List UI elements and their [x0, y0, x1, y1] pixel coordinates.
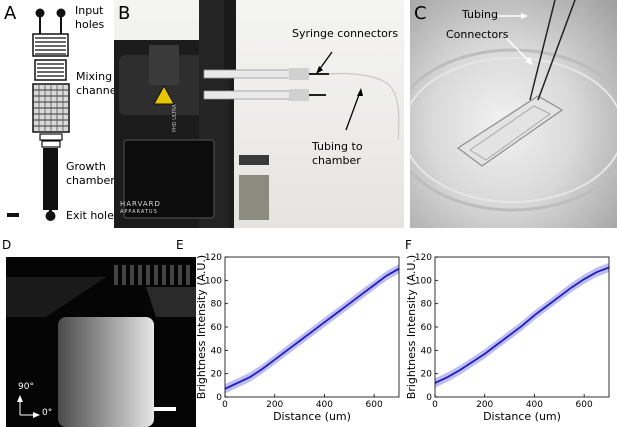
panel-e-label: E [176, 238, 184, 252]
microfluidic-schematic [7, 8, 70, 221]
chamber-gradient [58, 317, 154, 427]
chart-e-ylabel: Brightness Intensity (A.U.) [197, 255, 208, 399]
panel-c-photo: C Tubing Connectors [410, 0, 617, 228]
chart-e-xtick-label: 400 [316, 400, 333, 410]
tubing [328, 72, 400, 141]
chart-e-ytick-label: 120 [205, 253, 222, 263]
chart-e-xlabel: Distance (um) [273, 410, 351, 423]
warning-icon [153, 84, 175, 105]
chart-e-ytick-label: 60 [211, 323, 223, 333]
chart-f-ylabel: Brightness Intensity (A.U.) [407, 255, 418, 399]
annotation-tubing: Tubing [462, 8, 499, 21]
pump-screen [123, 139, 215, 219]
chart-f-ytick-label: 100 [415, 276, 432, 286]
serpentine-block-1 [32, 33, 69, 57]
chart-e-xtick-label: 200 [266, 400, 283, 410]
chart-e-series-line [224, 267, 400, 390]
syringe-pump-illustration [114, 0, 400, 228]
petri-dish [410, 48, 617, 212]
pump-model-text: PHD ULTRA [172, 104, 178, 132]
annotation-exit-hole: Exit hole [66, 209, 114, 222]
angle-90-label: 90° [18, 382, 34, 392]
panel-a-label: A [4, 3, 17, 24]
growth-chamber [43, 148, 58, 210]
chart-e-error-band [225, 264, 399, 394]
chart-f-xtick-label: 0 [432, 400, 438, 410]
chart-f-ytick-label: 120 [415, 253, 432, 263]
chart-e-ytick-label: 0 [216, 393, 222, 403]
chart-f-ytick-label: 40 [421, 346, 433, 356]
chart-e-xtick-label: 0 [222, 400, 228, 410]
annotation-tubing-to-chamber: Tubing to chamber [312, 140, 363, 167]
panel-b-photo: B Syringe connectors Tubing to chamber P… [114, 0, 404, 228]
serpentine-block-2 [34, 59, 67, 81]
exit-hole [45, 211, 56, 221]
chart-e-ytick-label: 100 [205, 276, 222, 286]
panel-d-label: D [2, 238, 12, 252]
chart-f-series-line [434, 266, 610, 384]
chart-f-ytick-label: 60 [421, 323, 433, 333]
pdms-chip [456, 95, 564, 167]
chart-f-ytick-label: 0 [426, 393, 432, 403]
chip-dish-illustration [410, 0, 617, 212]
scale-bar-a [7, 213, 19, 217]
panel-f-label: F [405, 238, 412, 252]
chart-f-ytick-label: 20 [421, 370, 433, 380]
chart-f-xtick-label: 200 [476, 400, 493, 410]
chart-f-xtick-label: 400 [526, 400, 543, 410]
channel-comb [114, 265, 190, 285]
chart-e-ytick-label: 80 [211, 300, 223, 310]
angle-0-label: 0° [42, 408, 53, 418]
pump-brand-subtext: APPARATUS [120, 209, 158, 215]
chart-e-ytick-label: 20 [211, 370, 223, 380]
chart-e-xtick-label: 600 [366, 400, 383, 410]
annotation-input-holes: Input holes [75, 4, 105, 31]
annotation-mixing-channels: Mixing channels [76, 70, 126, 97]
pump-brand-text: HARVARD [120, 200, 161, 208]
scale-bar-d [154, 407, 176, 411]
panel-a: A Input holes Mixing channels Growth cha… [0, 0, 125, 228]
panel-d-photo: 90° 0° [6, 257, 196, 427]
chart-e-ytick-label: 40 [211, 346, 223, 356]
annotation-connectors: Connectors [446, 28, 509, 41]
chart-f-xlabel: Distance (um) [483, 410, 561, 423]
annotation-syringe-connectors: Syringe connectors [292, 27, 399, 40]
annotation-growth-chamber: Growth chamber [66, 160, 115, 187]
panel-b-label: B [118, 3, 131, 24]
chart-f-ytick-label: 80 [421, 300, 433, 310]
panel-c-label: C [414, 3, 427, 24]
chart-f-xtick-label: 600 [576, 400, 593, 410]
